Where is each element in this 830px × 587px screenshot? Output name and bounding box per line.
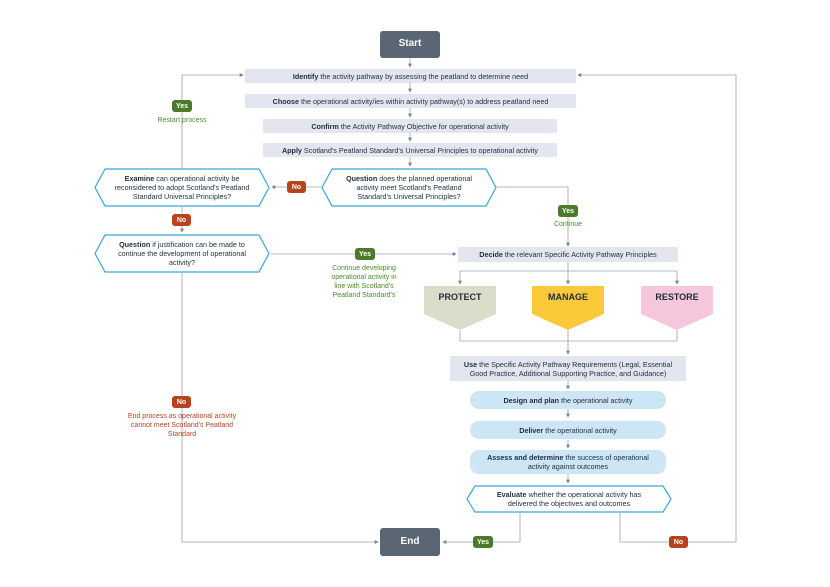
question1-bold: Question [346, 174, 378, 183]
end-terminal: End [380, 528, 440, 556]
question2-decision: Question if justification can be made to… [94, 234, 270, 273]
chevron-shape [641, 286, 713, 330]
end-label: End [400, 535, 420, 547]
identify-text: the activity pathway by assessing the pe… [318, 71, 529, 81]
deliver-text: the operational activity [543, 425, 617, 435]
assess-step: Assess and determine the success of oper… [470, 450, 666, 474]
no-badge-examine: No [172, 214, 191, 226]
pathway-restore-label: RESTORE [655, 292, 699, 302]
chevron-shape [532, 286, 604, 330]
yes-badge-question2: Yes [355, 248, 375, 260]
no-badge-evaluate: No [669, 536, 688, 548]
confirm-step: Confirm the Activity Pathway Objective f… [263, 119, 557, 133]
use-bold: Use [463, 359, 478, 369]
decide-step: Decide the relevant Specific Activity Pa… [458, 247, 678, 262]
identify-bold: Identify [292, 71, 319, 81]
evaluate-bold: Evaluate [496, 490, 527, 499]
hexagon-shape [466, 485, 672, 513]
deliver-bold: Deliver [519, 425, 544, 435]
use-requirements-step: Use the Specific Activity Pathway Requir… [450, 356, 686, 381]
examine-bold: Examine [124, 174, 155, 183]
restart-process-note: Restart process [157, 117, 207, 124]
examine-text: can operational activity be reconsidered… [114, 174, 250, 201]
decide-text: the relevant Specific Activity Pathway P… [502, 250, 657, 259]
continue-note: Continue [553, 221, 583, 228]
pathway-restore: RESTORE [641, 286, 713, 330]
apply-text: Scotland's Peatland Standard's Universal… [301, 145, 539, 155]
yes-badge-restart: Yes [172, 100, 192, 112]
start-label: Start [398, 38, 422, 50]
question2-text: if justification can be made to continue… [118, 240, 246, 267]
design-step: Design and plan the operational activity [470, 391, 666, 409]
choose-bold: Choose [272, 96, 300, 106]
question1-text: does the planned operational activity me… [356, 174, 472, 201]
question2-bold: Question [119, 240, 151, 249]
pathway-protect-label: PROTECT [438, 292, 482, 302]
examine-decision: Examine can operational activity be reco… [94, 168, 270, 207]
apply-bold: Apply [281, 145, 302, 155]
assess-bold: Assess and determine [487, 453, 564, 462]
continue-developing-note: Continue developing operational activity… [331, 265, 397, 300]
hexagon-shape [94, 234, 270, 273]
yes-badge-evaluate: Yes [473, 536, 493, 548]
identify-step: Identify the activity pathway by assessi… [245, 69, 576, 83]
hexagon-shape [94, 168, 270, 207]
no-badge-end-process: No [172, 396, 191, 408]
start-terminal: Start [380, 31, 440, 58]
use-text: the Specific Activity Pathway Requiremen… [469, 359, 673, 378]
pathway-protect: PROTECT [424, 286, 496, 330]
pathway-manage-label: MANAGE [548, 292, 588, 302]
question1-decision: Question does the planned operational ac… [321, 168, 497, 207]
choose-text: the operational activity/ies within acti… [299, 96, 549, 106]
decide-bold: Decide [479, 250, 503, 259]
confirm-text: the Activity Pathway Objective for opera… [338, 121, 509, 131]
evaluate-decision: Evaluate whether the operational activit… [466, 485, 672, 513]
evaluate-text: whether the operational activity has del… [507, 490, 642, 508]
apply-step: Apply Scotland's Peatland Standard's Uni… [263, 143, 557, 157]
assess-text: the success of operational activity agai… [527, 453, 649, 471]
hexagon-shape [321, 168, 497, 207]
chevron-shape [424, 286, 496, 330]
pathway-manage: MANAGE [532, 286, 604, 330]
design-bold: Design and plan [503, 395, 559, 405]
deliver-step: Deliver the operational activity [470, 421, 666, 439]
design-text: the operational activity [559, 395, 633, 405]
choose-step: Choose the operational activity/ies with… [245, 94, 576, 108]
end-process-note: End process as operational activity cann… [127, 413, 237, 439]
no-badge-question1: No [287, 181, 306, 193]
confirm-bold: Confirm [311, 121, 339, 131]
yes-badge-continue: Yes [558, 205, 578, 217]
